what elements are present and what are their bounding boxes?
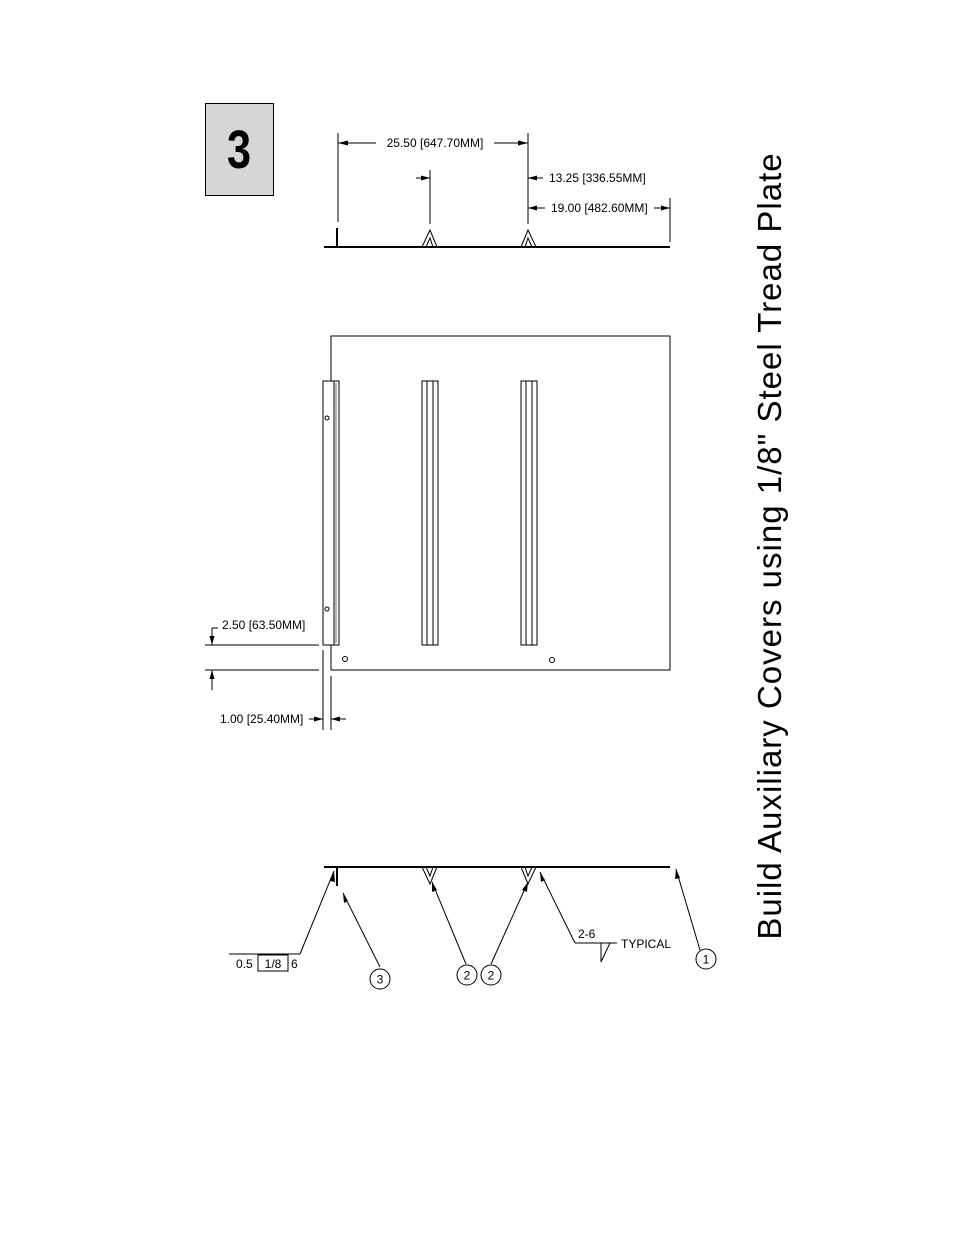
plate-outline: [330, 335, 671, 671]
callout-2b-label: 2: [488, 969, 495, 983]
rib-v-bottom-1: [421, 866, 438, 886]
arrowhead: [330, 871, 335, 882]
callout-3-bubble: [369, 968, 391, 990]
dim-rib-spacing-2: 19.00 [482.60MM]: [551, 201, 648, 215]
arrowhead: [314, 716, 323, 722]
weld-leader-left: [299, 870, 335, 955]
rib-plan-2: [520, 380, 538, 646]
top-elevation-view: 25.50 [647.70MM] 13.25 [336.55MM] 19.00 …: [324, 133, 671, 248]
arrowhead: [331, 716, 340, 722]
bottom-elevation-view: 0.5 1/8 6 3 2 2 2-6 TYPICAL 1: [229, 866, 717, 990]
arrowhead: [540, 872, 545, 882]
arrowhead: [675, 869, 680, 879]
dim-end-offset: 2.50 [63.50MM]: [222, 618, 305, 632]
stitch-weld-spec: 2-6: [578, 927, 596, 941]
angle-iron-hole-bottom: [324, 606, 330, 612]
arrowhead: [432, 882, 437, 892]
mounting-hole-left: [342, 656, 348, 662]
rib-v-top-1-inner: [425, 236, 434, 248]
arrowhead: [518, 140, 528, 146]
weld-length: 6: [291, 957, 298, 971]
callout-3-leader: [342, 892, 381, 968]
rib-v-bottom-1-inner: [425, 866, 434, 878]
mounting-hole-right: [549, 657, 555, 663]
callout-1-bubble: [695, 948, 717, 970]
weld-thickness-box: [257, 954, 289, 972]
angle-iron: [322, 380, 340, 646]
arrowhead: [522, 882, 528, 892]
step-number-box: 3: [205, 103, 274, 196]
arrowhead: [209, 636, 215, 645]
rib-v-bottom-2-inner: [524, 866, 533, 878]
arrowhead: [661, 205, 670, 211]
rib-v-bottom-2: [520, 866, 537, 886]
callout-2b-leader: [490, 881, 529, 965]
arrowhead: [209, 670, 215, 679]
arrowhead: [421, 175, 430, 181]
plan-view: 2.50 [63.50MM] 1.00 [25.40MM]: [205, 335, 671, 730]
arrowhead: [338, 140, 348, 146]
arrowhead: [528, 175, 537, 181]
callout-1-leader: [675, 868, 701, 951]
callout-3-label: 3: [377, 973, 384, 987]
step-number: 3: [227, 119, 252, 180]
rib-v-top-2: [520, 228, 537, 248]
callout-1-label: 1: [703, 953, 710, 967]
arrowhead: [343, 893, 348, 903]
arrowhead: [528, 205, 537, 211]
dim-rib-spacing-1: 13.25 [336.55MM]: [549, 171, 646, 185]
callout-2a-bubble: [456, 964, 478, 986]
callout-2a-label: 2: [464, 969, 471, 983]
rib-plan-1: [421, 380, 439, 646]
stitch-weld-leader: [539, 871, 576, 944]
dim-edge-offset: 1.00 [25.40MM]: [220, 712, 303, 726]
rib-v-top-1: [421, 228, 438, 248]
weld-thickness: 1/8: [265, 957, 282, 971]
rib-v-top-2-inner: [524, 236, 533, 248]
callout-2b-bubble: [480, 964, 502, 986]
stitch-weld-note: TYPICAL: [621, 937, 671, 951]
fillet-weld-symbol: [600, 942, 611, 963]
callout-2a-leader: [431, 881, 467, 965]
dim-overall-width: 25.50 [647.70MM]: [387, 136, 484, 150]
angle-iron-hole-top: [324, 415, 330, 421]
weld-size: 0.5: [236, 957, 253, 971]
